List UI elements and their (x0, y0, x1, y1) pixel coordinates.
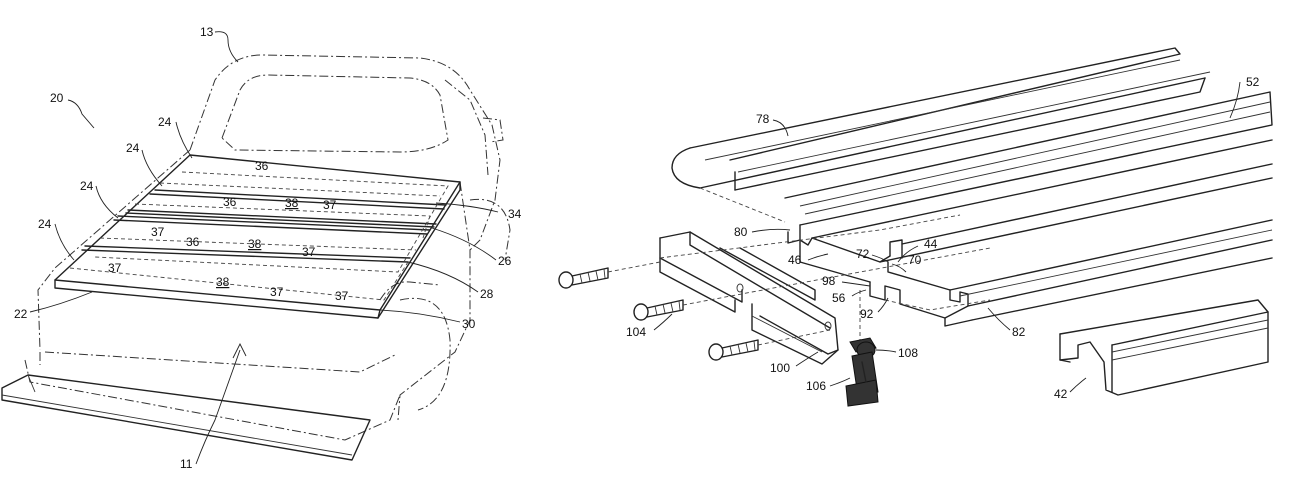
rail-52 (784, 91, 1273, 226)
panel-division-3 (84, 245, 411, 259)
label-92: 92 (860, 307, 874, 321)
clamp-106 (845, 337, 879, 407)
label-37-f: 37 (335, 289, 349, 303)
label-37-a: 37 (323, 198, 337, 212)
label-56: 56 (832, 291, 846, 305)
label-72: 72 (856, 247, 870, 261)
truck-cab-outline (189, 54, 501, 251)
label-106: 106 (806, 379, 826, 393)
label-24-c: 24 (80, 179, 94, 193)
label-100: 100 (770, 361, 790, 375)
label-38-a: 38 (285, 196, 299, 210)
rail-78 (689, 47, 1181, 161)
bed-right-wall (397, 181, 471, 421)
panel-division-1 (154, 189, 447, 206)
label-98: 98 (822, 274, 836, 288)
label-34: 34 (508, 207, 522, 221)
label-36-c: 36 (186, 235, 200, 249)
label-44: 44 (924, 237, 938, 251)
label-24-a: 24 (158, 115, 172, 129)
label-36-b: 36 (223, 195, 237, 209)
label-78: 78 (756, 112, 770, 126)
label-70: 70 (908, 253, 922, 267)
label-52: 52 (1246, 75, 1260, 89)
rear-fender (379, 281, 441, 301)
label-38-c: 38 (216, 275, 230, 289)
screw-top (558, 267, 609, 289)
bed-left-wall (37, 149, 191, 351)
label-82: 82 (1012, 325, 1026, 339)
bed-floor-line (44, 351, 396, 373)
rail-exploded-figure (558, 47, 1273, 407)
label-38-b: 38 (248, 237, 262, 251)
rear-wheel (399, 297, 451, 411)
label-13: 13 (200, 25, 214, 39)
reference-numerals: 13 20 24 24 24 24 36 36 36 38 38 38 37 3… (14, 25, 1260, 471)
label-46: 46 (788, 253, 802, 267)
front-wheel-arch (469, 198, 511, 261)
label-24-d: 24 (38, 217, 52, 231)
screw-middle (633, 299, 684, 321)
truck-bed-figure (1, 31, 511, 465)
label-37-c: 37 (302, 245, 316, 259)
label-37-d: 37 (108, 261, 122, 275)
tailgate (1, 374, 371, 461)
label-104: 104 (626, 325, 646, 339)
label-24-b: 24 (126, 141, 140, 155)
cab-side-line (444, 79, 489, 176)
label-37-e: 37 (270, 285, 284, 299)
label-30: 30 (462, 317, 476, 331)
label-80: 80 (734, 225, 748, 239)
label-37-b: 37 (151, 225, 165, 239)
label-22: 22 (14, 307, 28, 321)
label-26: 26 (498, 254, 512, 268)
part-42 (1059, 299, 1269, 346)
bracket-100 (659, 231, 839, 355)
label-42: 42 (1054, 387, 1068, 401)
label-11: 11 (180, 457, 193, 471)
panel-division-2 (117, 215, 431, 231)
cab-rear-window (221, 74, 449, 153)
screw-bottom (708, 339, 759, 361)
label-20: 20 (50, 91, 64, 105)
label-36-a: 36 (255, 159, 269, 173)
label-108: 108 (898, 346, 918, 360)
mirror-outline (482, 117, 504, 143)
label-28: 28 (480, 287, 494, 301)
bumper-outline (24, 359, 401, 441)
